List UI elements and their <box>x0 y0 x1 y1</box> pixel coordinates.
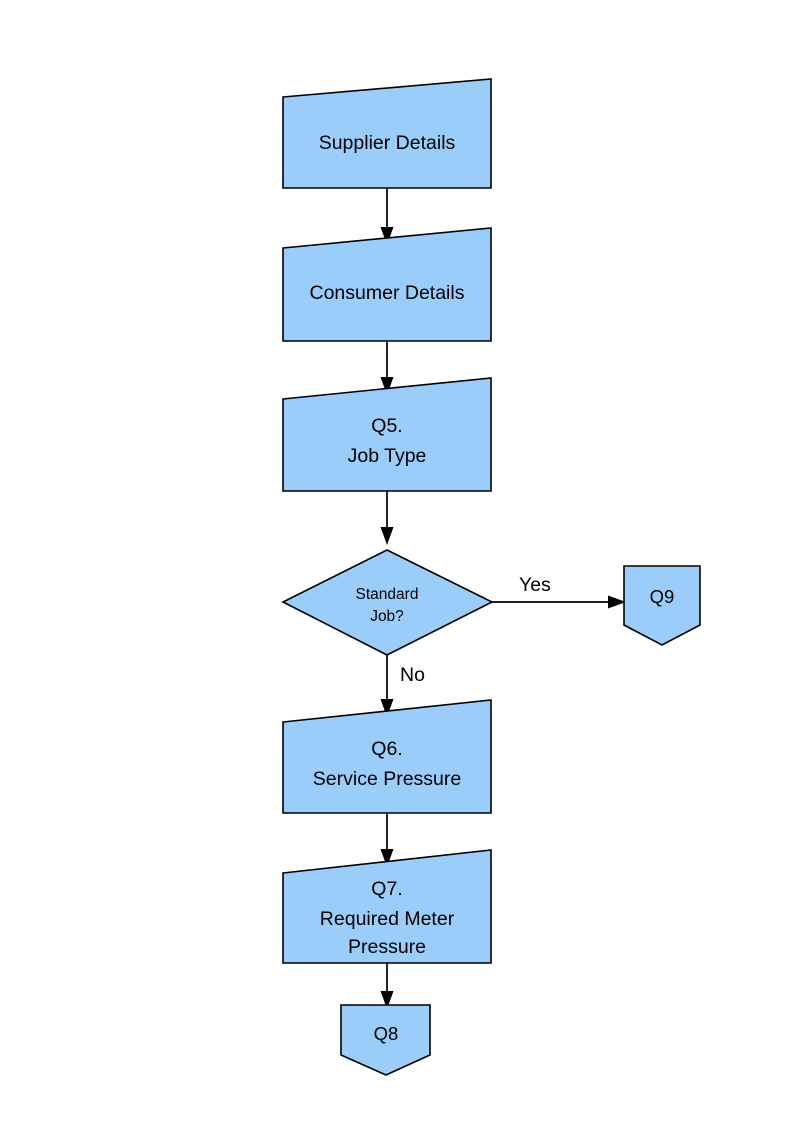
node-label-q8: Q8 <box>374 1023 399 1044</box>
arrowhead-icon <box>380 377 394 395</box>
node-shape-manual-input[interactable] <box>282 699 492 814</box>
connectors: Yes No <box>380 188 626 1009</box>
edge-label-no: No <box>400 664 425 686</box>
edge-decision-to-q9: Yes <box>492 574 626 609</box>
node-label-decision-line2: Job? <box>370 608 404 625</box>
node-shape-manual-input[interactable] <box>282 377 492 492</box>
node-label-decision-line1: Standard <box>356 586 419 603</box>
edge-q7-to-q8 <box>380 963 394 1009</box>
arrowhead-icon <box>380 699 394 717</box>
arrowhead-icon <box>380 849 394 867</box>
node-label-q7-line1: Q7. <box>371 878 402 900</box>
edge-decision-to-q6: No <box>380 655 425 717</box>
node-shape-manual-input[interactable] <box>282 78 492 189</box>
node-label-q5-line2: Job Type <box>348 445 427 467</box>
node-q8[interactable]: Q8 <box>340 1004 431 1076</box>
edge-supplier-to-consumer <box>380 188 394 245</box>
node-q6-service-pressure[interactable]: Q6. Service Pressure <box>282 699 492 814</box>
node-q9[interactable]: Q9 <box>623 565 701 646</box>
node-label-q9: Q9 <box>650 586 675 607</box>
arrowhead-icon <box>380 227 394 245</box>
arrowhead-icon <box>380 527 394 545</box>
node-standard-job-decision[interactable]: Standard Job? <box>281 549 494 656</box>
edge-q5-to-decision <box>380 491 394 545</box>
edge-label-yes: Yes <box>519 574 551 596</box>
node-supplier-details[interactable]: Supplier Details <box>282 78 492 189</box>
edge-consumer-to-q5 <box>380 341 394 395</box>
node-label-q5-line1: Q5. <box>371 415 402 437</box>
node-shape-manual-input[interactable] <box>282 227 492 342</box>
arrowhead-icon <box>608 595 626 609</box>
node-label-q7-line3: Pressure <box>348 936 426 958</box>
node-consumer-details[interactable]: Consumer Details <box>282 227 492 342</box>
node-q7-required-meter-pressure[interactable]: Q7. Required Meter Pressure <box>282 849 492 964</box>
node-shape-pentagon-notch[interactable] <box>340 1004 431 1076</box>
edge-q6-to-q7 <box>380 813 394 867</box>
node-shape-diamond[interactable] <box>281 549 494 656</box>
node-label-consumer-details: Consumer Details <box>310 282 465 304</box>
node-label-q6-line1: Q6. <box>371 738 402 760</box>
node-shape-pentagon-notch[interactable] <box>623 565 701 646</box>
node-label-supplier-details: Supplier Details <box>319 132 456 154</box>
node-shape-manual-input[interactable] <box>282 849 492 964</box>
node-q5-job-type[interactable]: Q5. Job Type <box>282 377 492 492</box>
node-label-q6-line2: Service Pressure <box>313 768 461 790</box>
arrowhead-icon <box>380 991 394 1009</box>
node-label-q7-line2: Required Meter <box>320 908 455 930</box>
